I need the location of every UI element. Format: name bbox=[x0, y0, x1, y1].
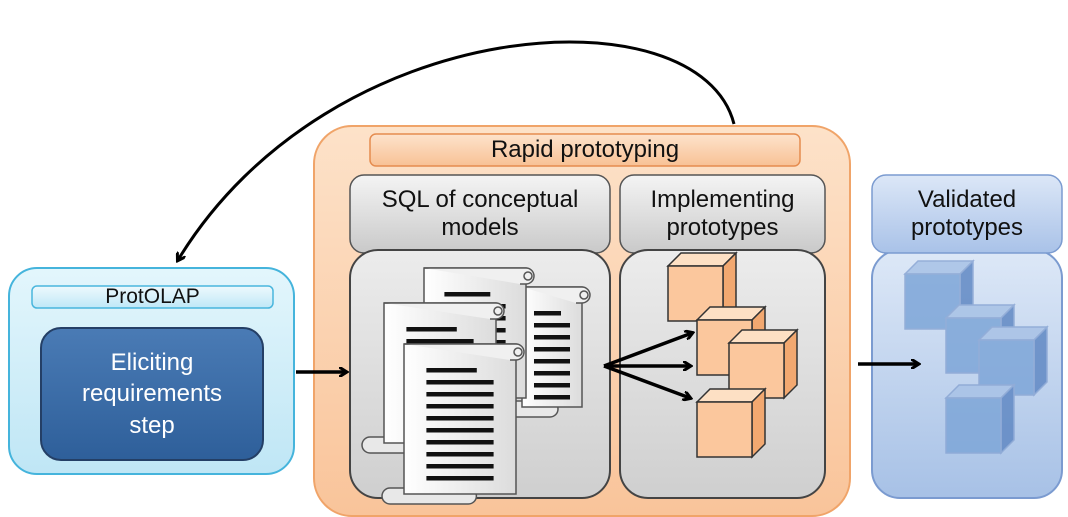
eliciting-step-box bbox=[40, 327, 264, 461]
cube bbox=[695, 305, 767, 377]
fan-out-arrows bbox=[603, 333, 692, 398]
cube-icon bbox=[666, 251, 799, 459]
rapid-prototyping-title-bar bbox=[369, 133, 801, 167]
scroll-document-icon bbox=[361, 267, 591, 505]
eliciting-step-label: Eliciting requirements step bbox=[81, 349, 223, 439]
cube bbox=[695, 387, 767, 459]
protolap-title-bar bbox=[31, 285, 274, 309]
loop-back-arrow bbox=[178, 40, 736, 260]
cube bbox=[944, 383, 1016, 455]
impl-header-label: Implementing prototypes bbox=[650, 185, 795, 241]
validated-header-label: Validated prototypes bbox=[910, 185, 1024, 241]
protolap-title: ProtOLAP bbox=[105, 284, 200, 308]
cube bbox=[727, 328, 799, 400]
document-scroll bbox=[381, 343, 525, 505]
validated-header-box bbox=[871, 174, 1063, 254]
rapid-prototyping-title: Rapid prototyping bbox=[490, 135, 680, 163]
validated-cube-icon bbox=[903, 259, 1049, 455]
sql-header-label: SQL of conceptual models bbox=[381, 185, 579, 241]
cube bbox=[666, 251, 738, 323]
